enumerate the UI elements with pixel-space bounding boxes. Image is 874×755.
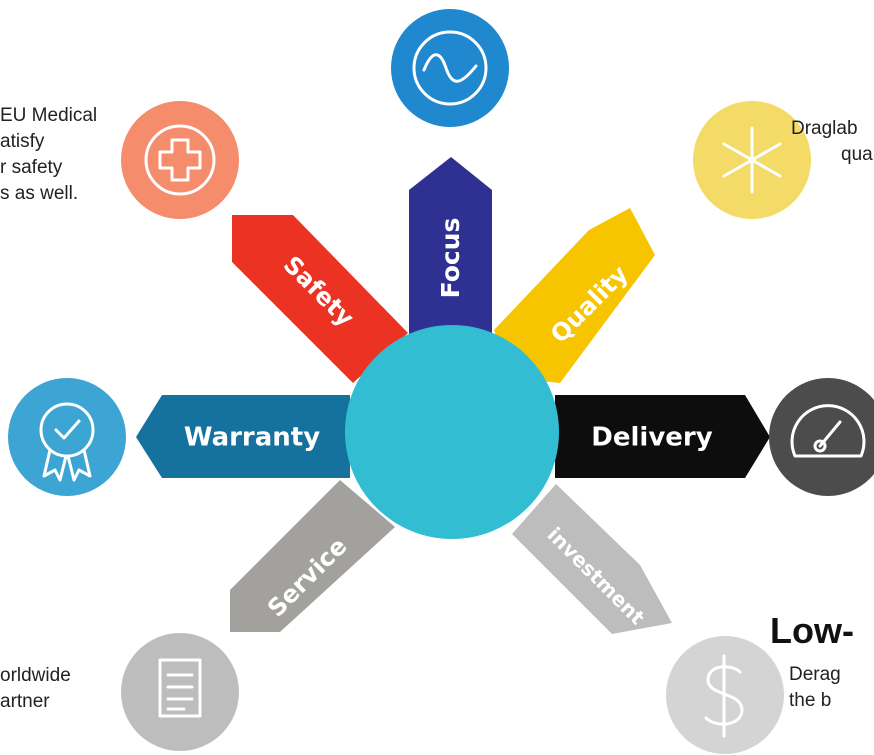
safety-description-line-3: r safety <box>0 157 63 178</box>
warranty-arm: Warranty <box>136 395 350 478</box>
service-arm: Service <box>230 480 395 632</box>
quality-description-line-1: Draglab <box>791 118 858 139</box>
quality-icon-circle <box>693 101 811 219</box>
delivery-arm: Delivery <box>555 395 770 478</box>
investment-heading: Low- <box>770 610 854 651</box>
delivery-icon-circle <box>769 378 874 496</box>
safety-description-line-2: atisfy <box>0 131 45 152</box>
warranty-label: Warranty <box>184 423 320 453</box>
medical-cross-icon <box>144 124 216 196</box>
service-description-line-2: artner <box>0 691 50 712</box>
quality-description-line-2: qua <box>841 144 873 165</box>
investment-description-line-2: the b <box>789 690 832 711</box>
center-hub <box>345 325 559 539</box>
safety-icon-circle <box>121 101 239 219</box>
focus-label: Focus <box>436 218 465 299</box>
asterisk-icon <box>722 126 782 194</box>
document-icon <box>158 658 202 718</box>
investment-description-line-1: Derag <box>789 664 841 685</box>
speedometer-icon <box>790 404 866 458</box>
safety-description-line-4: s as well. <box>0 183 79 204</box>
investment-icon-circle <box>666 636 784 754</box>
dollar-icon <box>704 654 744 738</box>
award-badge-icon <box>39 402 95 482</box>
focus-arm: Focus <box>409 157 492 338</box>
safety-description-line-1: EU Medical <box>0 105 98 126</box>
wave-icon <box>412 30 488 106</box>
service-icon-circle <box>121 633 239 751</box>
investment-arm: investment <box>512 484 672 634</box>
focus-icon-circle <box>391 9 509 127</box>
warranty-icon-circle <box>8 378 126 496</box>
service-description-line-1: orldwide <box>0 665 71 686</box>
delivery-label: Delivery <box>591 423 712 453</box>
